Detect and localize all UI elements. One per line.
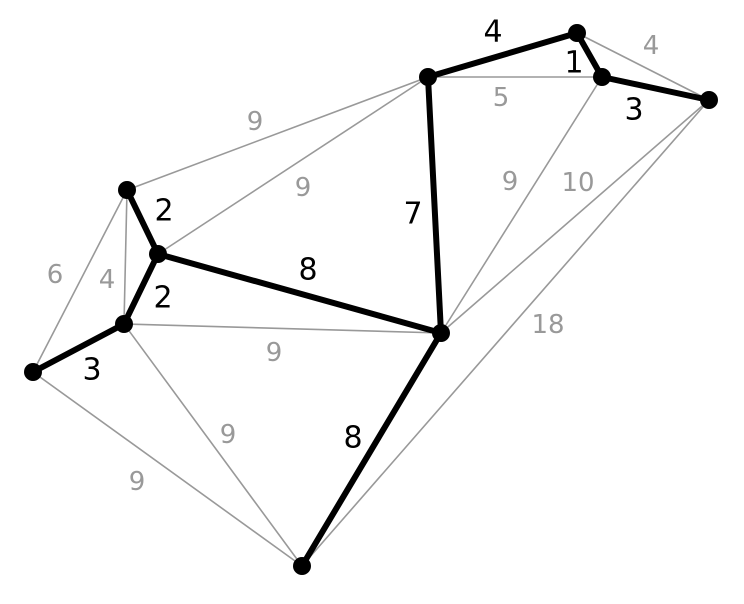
edge-weight-label: 8 xyxy=(343,421,362,456)
graph-node-B xyxy=(149,245,167,263)
edge-A-D xyxy=(32,189,128,373)
graph-node-J xyxy=(700,91,718,109)
edge-C-E xyxy=(123,323,303,567)
edge-weight-label: 3 xyxy=(624,93,643,128)
edge-weight-label: 8 xyxy=(298,253,317,288)
edge-weight-label: 10 xyxy=(561,168,594,198)
edge-weight-label: 4 xyxy=(643,31,660,61)
edge-A-G xyxy=(126,76,429,191)
edge-G-F xyxy=(425,74,444,336)
edge-weight-label: 9 xyxy=(129,467,146,497)
graph-node-A xyxy=(118,181,136,199)
graph-node-C xyxy=(115,315,133,333)
edge-weight-label: 9 xyxy=(295,173,312,203)
edge-F-E xyxy=(299,330,444,569)
non-tree-edges xyxy=(32,32,710,567)
edge-J-F xyxy=(440,99,710,334)
graph-nodes xyxy=(24,24,718,575)
edge-D-E xyxy=(32,371,303,567)
edge-weight-label: 9 xyxy=(220,420,237,450)
edge-weight-label: 1 xyxy=(564,46,583,81)
edge-weight-label: 9 xyxy=(247,107,264,137)
edge-weight-labels: 9 9 6 4 9 9 9 5 4 9 10 18 2 2 3 8 8 7 4 1 3 xyxy=(47,15,660,498)
edge-A-B xyxy=(124,187,161,257)
edge-C-F xyxy=(123,323,442,334)
edge-B-C xyxy=(121,251,161,327)
graph-node-G xyxy=(419,68,437,86)
edge-B-F xyxy=(155,251,444,336)
graph-node-E xyxy=(293,557,311,575)
edge-weight-label: 18 xyxy=(531,310,564,340)
edge-weight-label: 9 xyxy=(502,167,519,197)
edge-weight-label: 5 xyxy=(493,83,510,113)
graph-node-D xyxy=(24,363,42,381)
edge-weight-label: 2 xyxy=(154,194,173,229)
edge-G-H xyxy=(425,30,580,80)
edge-weight-label: 7 xyxy=(403,197,422,232)
graph-node-F xyxy=(432,324,450,342)
edge-I-J xyxy=(599,74,712,103)
edge-I-F xyxy=(440,76,603,334)
edge-J-E xyxy=(301,99,710,567)
edge-B-G xyxy=(157,76,429,255)
edge-weight-label: 6 xyxy=(47,260,64,290)
tree-edges xyxy=(30,30,712,569)
graph-node-H xyxy=(568,24,586,42)
edge-H-J xyxy=(576,32,710,101)
graph-node-I xyxy=(593,68,611,86)
edge-weight-label: 2 xyxy=(153,281,172,316)
edge-C-D xyxy=(30,321,127,375)
edge-weight-label: 9 xyxy=(266,338,283,368)
edge-weight-label: 4 xyxy=(99,265,116,295)
edge-weight-label: 3 xyxy=(82,353,101,388)
edge-A-C xyxy=(123,189,128,325)
edge-weight-label: 4 xyxy=(483,15,502,50)
